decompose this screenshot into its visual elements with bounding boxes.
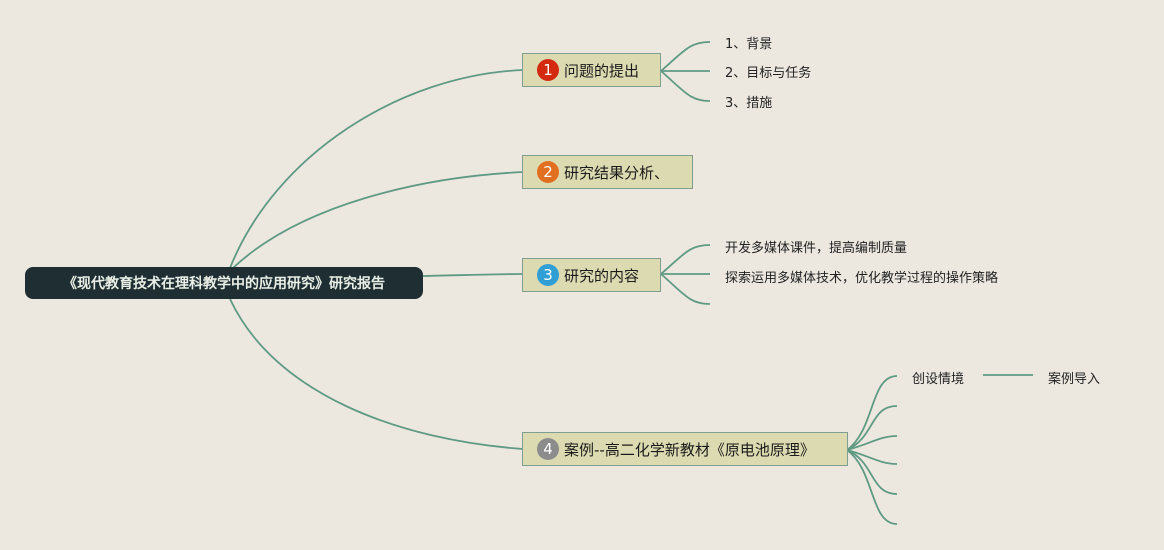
subtopic-1-3[interactable]: 3、措施 (725, 96, 773, 111)
topic-label: 问题的提出 (564, 61, 640, 80)
topic-3[interactable]: 3 研究的内容 (522, 258, 661, 292)
subtopic-1-1[interactable]: 1、背景 (725, 37, 773, 52)
detail-node[interactable]: 案例导入 (1048, 372, 1101, 387)
subtopic-4-1[interactable]: 创设情境 (912, 372, 965, 387)
subtopic-1-2[interactable]: 2、目标与任务 (725, 66, 812, 81)
number-badge-icon: 2 (537, 161, 559, 183)
topic-label: 案例--高二化学新教材《原电池原理》 (564, 440, 815, 459)
subtopic-3-2[interactable]: 探索运用多媒体技术，优化教学过程的操作策略 (725, 271, 999, 286)
subtopic-3-1[interactable]: 开发多媒体课件，提高编制质量 (725, 241, 908, 256)
root-topic[interactable]: 《现代教育技术在理科教学中的应用研究》研究报告 (25, 267, 423, 299)
connector-root-topic-3 (422, 273, 524, 277)
number-badge-icon: 3 (537, 264, 559, 286)
connector-root-topic-1 (229, 69, 524, 269)
topic-4[interactable]: 4 案例--高二化学新教材《原电池原理》 (522, 432, 848, 466)
number-badge-icon: 4 (537, 438, 559, 460)
connector-topic-3-sub-3 (660, 273, 711, 305)
connector-topic-1-sub-3 (660, 70, 711, 102)
connector-topic-4-sub-4 (846, 449, 898, 465)
number-badge-icon: 1 (537, 59, 559, 81)
connector-topic-4-sub-1 (846, 375, 898, 451)
topic-label: 研究的内容 (564, 266, 640, 285)
topic-label: 研究结果分析、 (564, 163, 670, 182)
connector-root-topic-4 (229, 298, 524, 450)
topic-1[interactable]: 1 问题的提出 (522, 53, 661, 87)
connector-topic-1-sub-1 (660, 41, 711, 72)
connector-topic-4-sub-3 (846, 435, 898, 451)
topic-2[interactable]: 2 研究结果分析、 (522, 155, 693, 189)
connector-topic-4-sub-6 (846, 449, 898, 525)
connector-root-topic-2 (232, 171, 524, 269)
connector-topic-4-sub-5 (846, 449, 898, 495)
root-topic-label: 《现代教育技术在理科教学中的应用研究》研究报告 (63, 276, 385, 292)
connector-topic-3-sub-1 (660, 244, 711, 275)
connector-topic-4-sub-2 (846, 405, 898, 451)
